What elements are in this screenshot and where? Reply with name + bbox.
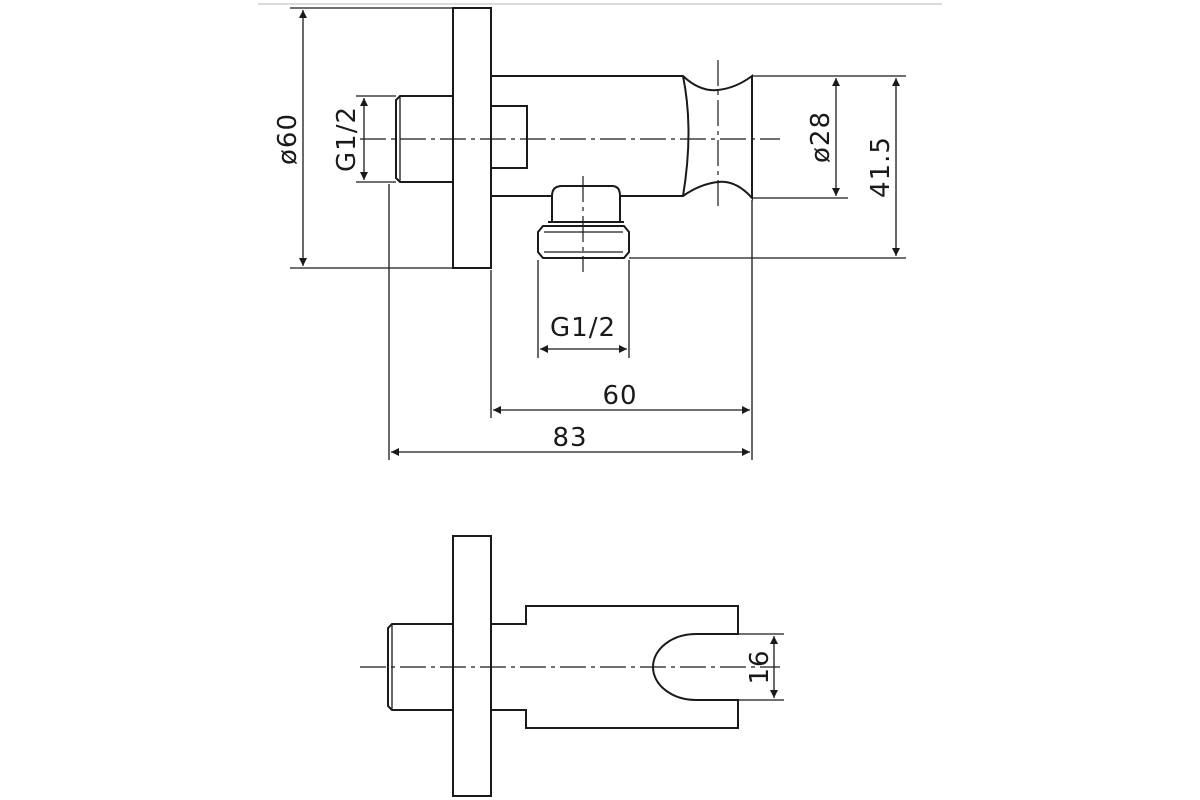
label-overall-length: 83 xyxy=(552,423,587,453)
label-height: 41.5 xyxy=(866,136,896,198)
dim-overall-length: 83 xyxy=(388,184,750,460)
label-outlet-thread: G1/2 xyxy=(550,313,616,343)
top-flange xyxy=(452,535,492,797)
dim-holder-diameter: ø28 xyxy=(752,75,848,199)
side-outlet-valve xyxy=(537,185,630,259)
label-holder-diameter: ø28 xyxy=(806,111,836,163)
side-inner-recess xyxy=(491,105,528,169)
top-view: 16 xyxy=(360,535,784,797)
side-body xyxy=(491,74,753,201)
dim-flange-diameter: ø60 xyxy=(273,7,453,269)
side-view: ø60 G1/2 ø28 41.5 G1/2 xyxy=(273,7,906,460)
dim-outlet-thread: G1/2 xyxy=(537,260,630,358)
side-flange xyxy=(452,7,492,269)
label-inlet-thread: G1/2 xyxy=(332,106,362,172)
label-body-length: 60 xyxy=(602,381,637,411)
label-holder-opening: 16 xyxy=(745,649,775,684)
dim-height: 41.5 xyxy=(629,75,906,259)
label-flange-diameter: ø60 xyxy=(273,113,303,165)
dim-body-length: 60 xyxy=(490,200,753,460)
dim-holder-opening: 16 xyxy=(738,633,784,701)
dim-inlet-thread: G1/2 xyxy=(332,95,396,183)
